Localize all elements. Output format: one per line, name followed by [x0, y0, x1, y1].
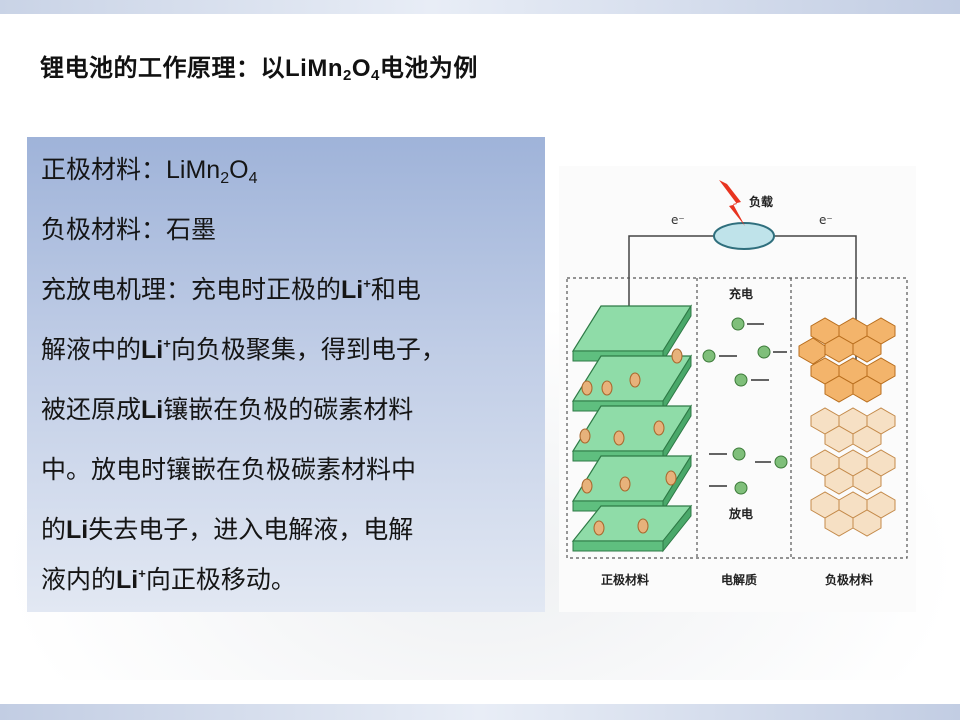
li-ion-green [734, 373, 748, 387]
li-ion [629, 372, 641, 388]
li-ion-green [774, 455, 788, 469]
electrolyte-caption: 电解质 [721, 572, 757, 587]
positive-electrode-ions [579, 348, 683, 536]
li-ion [619, 476, 631, 492]
cell-boundary [566, 277, 908, 559]
plate-layer [571, 454, 693, 513]
lightning-icon [719, 180, 745, 226]
li-ion-green [731, 317, 745, 331]
negative-material-line: 负极材料：石墨 [41, 215, 217, 244]
load-label: 负载 [749, 194, 773, 209]
negative-electrode-lattice [798, 317, 896, 537]
li-ion [581, 380, 593, 396]
discharge-label: 放电 [728, 506, 753, 521]
plate-layer [571, 504, 693, 553]
positive-electrode-caption: 正极材料 [601, 572, 649, 587]
li-ion-green [757, 345, 771, 359]
battery-diagram-svg: 负载 e⁻ e⁻ [566, 180, 908, 587]
electron-label-right: e⁻ [819, 213, 833, 227]
title-prefix: 锂电池的工作原理：以 [40, 54, 285, 82]
li-ion-green [734, 481, 748, 495]
li-ion [671, 348, 683, 364]
mechanism-line-5: 的Li失去电子，进入电解液，电解 [41, 515, 414, 544]
mechanism-line-6: 液内的Li+向正极移动。 [41, 565, 296, 594]
li-ion [653, 420, 665, 436]
charge-ions [702, 317, 787, 387]
li-ion [613, 430, 625, 446]
mechanism-line-1: 充放电机理：充电时正极的Li+和电 [41, 275, 421, 304]
text-panel: 正极材料：LiMn2O4 负极材料：石墨 充放电机理：充电时正极的Li+和电 解… [27, 137, 545, 612]
li-ion [581, 478, 593, 494]
mechanism-line-2: 解液中的Li+向负极聚集，得到电子， [41, 335, 446, 364]
positive-material-line: 正极材料：LiMn2O4 [41, 155, 258, 187]
li-ion [593, 520, 605, 536]
negative-electrode-caption: 负极材料 [825, 572, 873, 587]
battery-diagram: 负载 e⁻ e⁻ [559, 166, 916, 612]
load-icon [713, 222, 775, 250]
slide-title: 锂电池的工作原理：以LiMn2O4电池为例 [40, 48, 478, 88]
mechanism-line-3: 被还原成Li镶嵌在负极的碳素材料 [41, 395, 414, 424]
discharge-ions [709, 447, 788, 495]
li-ion-green [732, 447, 746, 461]
positive-electrode-plates [571, 304, 693, 553]
li-ion [665, 470, 677, 486]
charge-label: 充电 [729, 286, 753, 301]
li-ion [601, 380, 613, 396]
positive-formula: LiMn2O4 [166, 156, 258, 187]
mechanism-line-4: 中。放电时镶嵌在负极碳素材料中 [41, 455, 417, 484]
li-ion [579, 428, 591, 444]
bottom-decorative-band [0, 704, 960, 720]
electron-label-left: e⁻ [671, 213, 685, 227]
title-suffix: 电池为例 [379, 54, 478, 82]
li-ion-green [702, 349, 716, 363]
top-decorative-band [0, 0, 960, 14]
li-ion [637, 518, 649, 534]
plate-layer [571, 404, 693, 463]
title-formula: LiMn2O4 [285, 55, 380, 84]
